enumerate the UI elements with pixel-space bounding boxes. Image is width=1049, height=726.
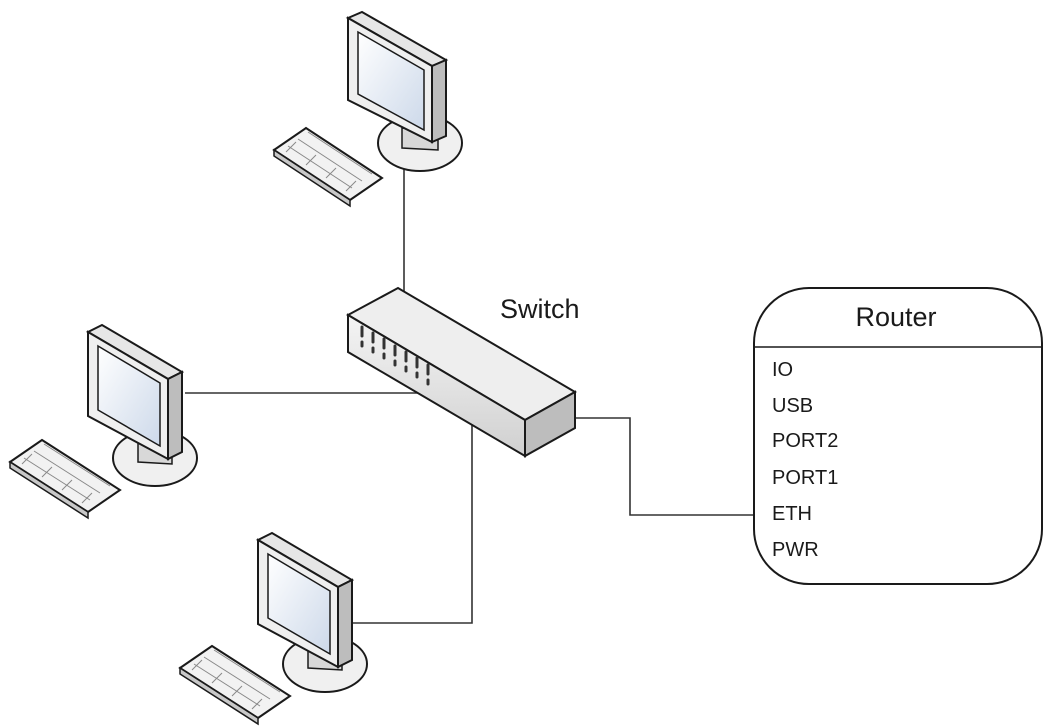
computer-left[interactable] bbox=[8, 323, 198, 520]
network-switch[interactable]: Switch bbox=[345, 286, 580, 458]
monitor-icon bbox=[345, 10, 463, 172]
router-outline bbox=[753, 287, 1043, 585]
computer-top[interactable] bbox=[272, 10, 463, 208]
router-port-pwr: PWR bbox=[772, 539, 819, 561]
wire-router-eth bbox=[575, 417, 754, 516]
router-port-port1: PORT1 bbox=[772, 467, 838, 489]
router-title: Router bbox=[855, 302, 936, 332]
router-box[interactable]: Router IO USB PORT2 PORT1 ETH PWR bbox=[753, 287, 1043, 585]
router-port-port2: PORT2 bbox=[772, 430, 838, 452]
router-port-io: IO bbox=[772, 359, 793, 381]
switch-icon bbox=[345, 286, 578, 458]
wire-bottom-computer bbox=[352, 420, 473, 624]
switch-ports bbox=[360, 325, 430, 386]
switch-label: Switch bbox=[500, 294, 580, 324]
monitor-icon bbox=[85, 323, 198, 487]
keyboard-icon bbox=[8, 438, 122, 520]
router-port-usb: USB bbox=[772, 395, 813, 417]
router-port-list: IO USB PORT2 PORT1 ETH PWR bbox=[772, 359, 838, 561]
monitor-icon bbox=[255, 531, 368, 693]
router-port-eth: ETH bbox=[772, 503, 812, 525]
keyboard-icon bbox=[178, 644, 292, 726]
computer-bottom[interactable] bbox=[178, 531, 368, 726]
connection-wires bbox=[185, 168, 754, 624]
keyboard-icon bbox=[272, 126, 384, 208]
